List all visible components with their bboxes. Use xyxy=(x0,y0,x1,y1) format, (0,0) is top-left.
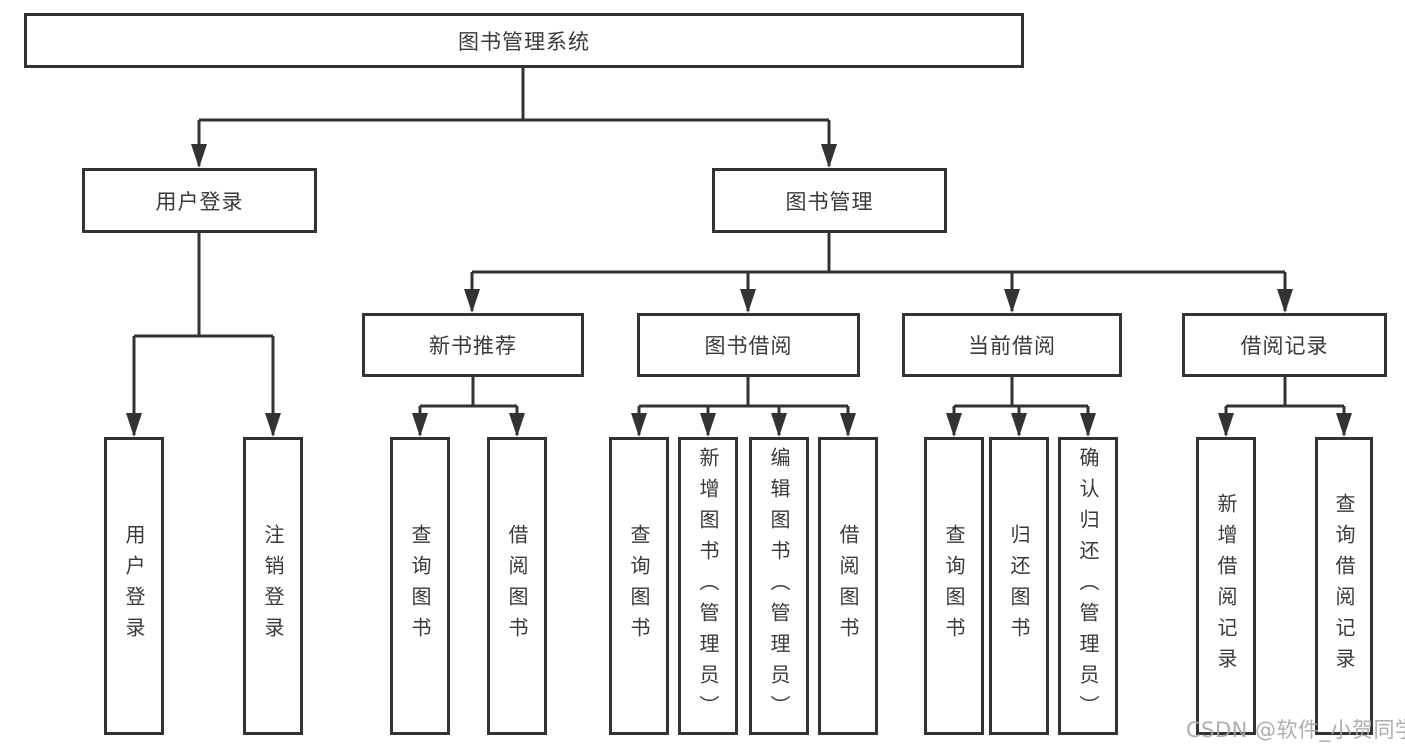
leaf-label: 查询借阅记录 xyxy=(1332,493,1356,679)
leaf-label: 新增借阅记录 xyxy=(1214,493,1238,679)
node-leaf-user-login: 用户登录 xyxy=(104,437,164,735)
connector-bookmgmt-to-level3 xyxy=(472,233,1285,274)
csdn-watermark: CSDN @软件_小贺同学 xyxy=(1186,718,1405,742)
node-leaf-query-books-borrowing: 查询图书 xyxy=(609,437,669,735)
leaf-label: 查询图书 xyxy=(408,524,432,648)
node-library-management-system: 图书管理系统 xyxy=(24,13,1024,68)
leaf-label: 注销登录 xyxy=(261,524,285,648)
leaf-label: 新增图书（管理员） xyxy=(696,446,720,726)
connector-bookborrow-to-leaves xyxy=(639,377,848,408)
connector-currentborrow-to-leaves xyxy=(954,377,1088,408)
leaf-label: 查询图书 xyxy=(627,524,651,648)
connector-root-to-level2 xyxy=(199,68,829,122)
node-user-login: 用户登录 xyxy=(82,168,317,233)
leaf-label: 借阅图书 xyxy=(505,524,529,648)
node-current-borrowing: 当前借阅 xyxy=(902,313,1122,377)
node-leaf-logout: 注销登录 xyxy=(243,437,303,735)
connector-userlogin-to-leaves xyxy=(134,233,273,338)
connector-borrowrecords-to-leaves xyxy=(1226,377,1344,408)
leaf-label: 查询图书 xyxy=(942,524,966,648)
node-leaf-query-borrow-record: 查询借阅记录 xyxy=(1315,437,1373,735)
leaf-label: 确认归还（管理员） xyxy=(1076,446,1100,726)
connector-newbookrec-to-leaves xyxy=(420,377,517,408)
leaf-label: 编辑图书（管理员） xyxy=(767,446,791,726)
node-leaf-confirm-return-admin: 确认归还（管理员） xyxy=(1058,437,1118,735)
node-leaf-edit-books-admin: 编辑图书（管理员） xyxy=(749,437,809,735)
leaf-label: 用户登录 xyxy=(122,524,146,648)
node-leaf-return-books: 归还图书 xyxy=(989,437,1049,735)
node-leaf-query-books-newbook: 查询图书 xyxy=(390,437,450,735)
node-new-book-recommendation: 新书推荐 xyxy=(362,313,584,377)
leaf-label: 借阅图书 xyxy=(836,524,860,648)
node-leaf-borrow-books-borrowing: 借阅图书 xyxy=(818,437,878,735)
leaf-label: 归还图书 xyxy=(1007,524,1031,648)
node-leaf-borrow-books-newbook: 借阅图书 xyxy=(487,437,547,735)
node-leaf-add-borrow-record: 新增借阅记录 xyxy=(1196,437,1256,735)
node-book-management: 图书管理 xyxy=(712,168,947,233)
node-leaf-add-books-admin: 新增图书（管理员） xyxy=(678,437,738,735)
node-borrowing-records: 借阅记录 xyxy=(1182,313,1387,377)
node-leaf-query-books-current: 查询图书 xyxy=(924,437,984,735)
node-book-borrowing: 图书借阅 xyxy=(637,313,860,377)
